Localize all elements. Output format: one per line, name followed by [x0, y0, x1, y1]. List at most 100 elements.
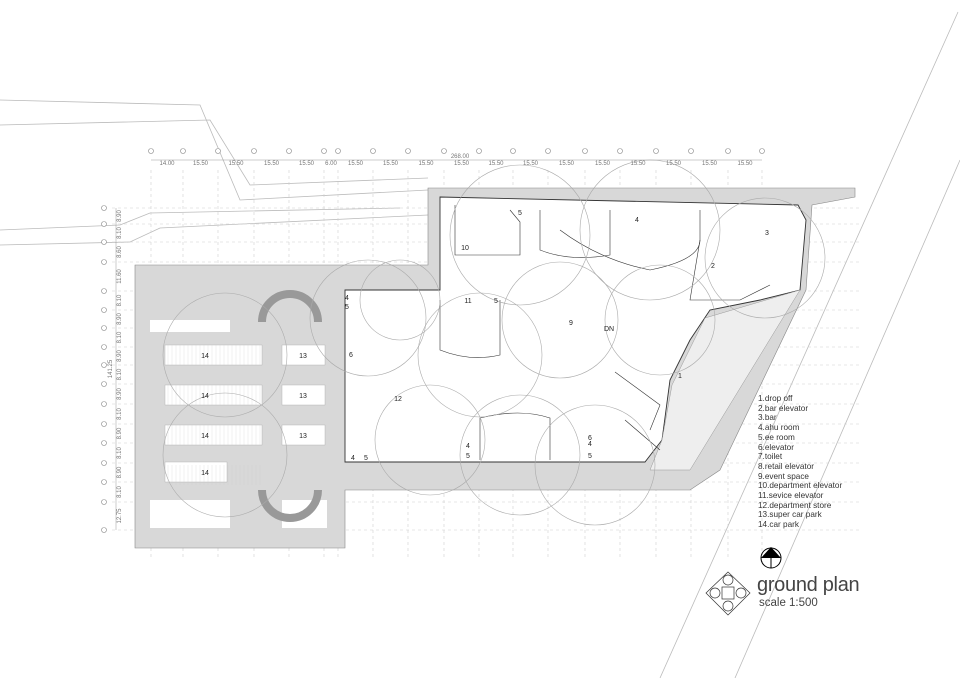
room-label: 6	[349, 352, 353, 359]
room-label: 5	[494, 298, 498, 305]
grid-marker-icon	[101, 259, 107, 265]
dimension-label: 8.10	[117, 408, 123, 420]
coverage-circle	[704, 197, 826, 319]
grid-marker-icon	[101, 288, 107, 294]
room-label: 6	[588, 435, 592, 442]
grid-marker-icon	[101, 499, 107, 505]
dimension-label: 8.90	[117, 350, 123, 362]
grid-marker-icon	[476, 148, 482, 154]
coverage-circle	[374, 384, 486, 496]
legend-item: 14.car park	[758, 520, 799, 530]
legend-item: 8.retail elevator	[758, 461, 814, 471]
room-label: 14	[201, 470, 209, 477]
dimension-label: 6.00	[325, 161, 337, 167]
grid-marker-icon	[101, 325, 107, 331]
room-label: 9	[569, 320, 573, 327]
dimension-label: 15.50	[559, 161, 575, 167]
grid-marker-icon	[405, 148, 411, 154]
grid-marker-icon	[101, 205, 107, 211]
building-footprint	[344, 196, 807, 471]
coverage-circle	[162, 292, 288, 418]
dimension-label: 15.50	[228, 161, 244, 167]
coverage-circle	[162, 392, 288, 518]
dimension-label: 8.90	[117, 210, 123, 222]
parking-stall-block	[164, 384, 263, 406]
dimension-label: 8.90	[117, 466, 123, 478]
grid-marker-icon	[370, 148, 376, 154]
grid-marker-icon	[510, 148, 516, 154]
room-label: 4	[351, 455, 355, 462]
dimension-label: 14.00	[159, 161, 175, 167]
legend-item: 12.department store	[758, 500, 832, 510]
dimension-label: 15.50	[737, 161, 753, 167]
grid-marker-icon	[101, 527, 107, 533]
legend-item: 13.super car park	[758, 510, 822, 520]
dimension-label: 15.50	[299, 161, 315, 167]
dimension-label: 8.90	[117, 313, 123, 325]
coverage-circle	[534, 404, 656, 526]
room-label: 13	[299, 393, 307, 400]
parking-stall-block	[281, 344, 326, 366]
room-label: 4	[466, 443, 470, 450]
grid-marker-icon	[725, 148, 731, 154]
grid-marker-icon	[251, 148, 257, 154]
grid-marker-icon	[653, 148, 659, 154]
room-label: 14	[201, 353, 209, 360]
north-arrow-icon	[760, 547, 782, 569]
grid-marker-icon	[101, 362, 107, 368]
grid-marker-icon	[101, 344, 107, 350]
room-label: 13	[299, 353, 307, 360]
legend-item: 9.event space	[758, 471, 809, 481]
room-label: 5	[518, 210, 522, 217]
compass-rose-icon	[705, 571, 751, 616]
grid-marker-icon	[286, 148, 292, 154]
grid-marker-icon	[101, 440, 107, 446]
grid-marker-icon	[101, 221, 107, 227]
parking-stall-block	[281, 384, 326, 406]
drop-off-area	[649, 289, 801, 471]
dimension-total: 268.00	[451, 154, 470, 160]
room-label: 5	[588, 453, 592, 460]
room-label: 14	[201, 433, 209, 440]
room-label: 14	[201, 393, 209, 400]
grid-marker-icon	[759, 148, 765, 154]
ramp	[258, 489, 322, 522]
dimension-label: 8.90	[117, 388, 123, 400]
room-label: 12	[394, 396, 402, 403]
grid-marker-icon	[688, 148, 694, 154]
legend-item: 10.department elevator	[758, 481, 843, 491]
dimension-label: 15.50	[630, 161, 646, 167]
room-label: DN	[604, 326, 614, 333]
grid-marker-icon	[180, 148, 186, 154]
legend-item: 6.elevator	[758, 442, 794, 452]
dimension-label: 15.50	[383, 161, 399, 167]
room-label: 5	[364, 455, 368, 462]
room-label: 4	[588, 441, 592, 448]
grid-marker-icon	[101, 381, 107, 387]
room-label: 4	[345, 295, 349, 302]
grid-marker-icon	[101, 307, 107, 313]
dimension-label: 15.50	[264, 161, 280, 167]
room-label: 5	[345, 304, 349, 311]
dimension-label: 8.10	[117, 227, 123, 239]
room-label: 5	[466, 453, 470, 460]
dimension-label: 15.50	[193, 161, 209, 167]
grid-marker-icon	[101, 421, 107, 427]
room-label: 11	[464, 298, 471, 305]
grid-marker-icon	[215, 148, 221, 154]
room-label: 4	[635, 217, 639, 224]
grid-marker-icon	[582, 148, 588, 154]
legend-item: 7.toilet	[758, 452, 783, 462]
room-label: 1	[678, 373, 682, 380]
legend-item: 3.bar	[758, 413, 777, 423]
parking-stall-block	[164, 344, 263, 366]
dimension-label: 8.10	[117, 486, 123, 498]
room-label: 3	[765, 230, 769, 237]
ramp	[258, 290, 322, 323]
coverage-circle	[449, 164, 591, 306]
coverage-circle	[604, 264, 716, 376]
grid-marker-icon	[101, 479, 107, 485]
coverage-circle	[459, 394, 581, 516]
